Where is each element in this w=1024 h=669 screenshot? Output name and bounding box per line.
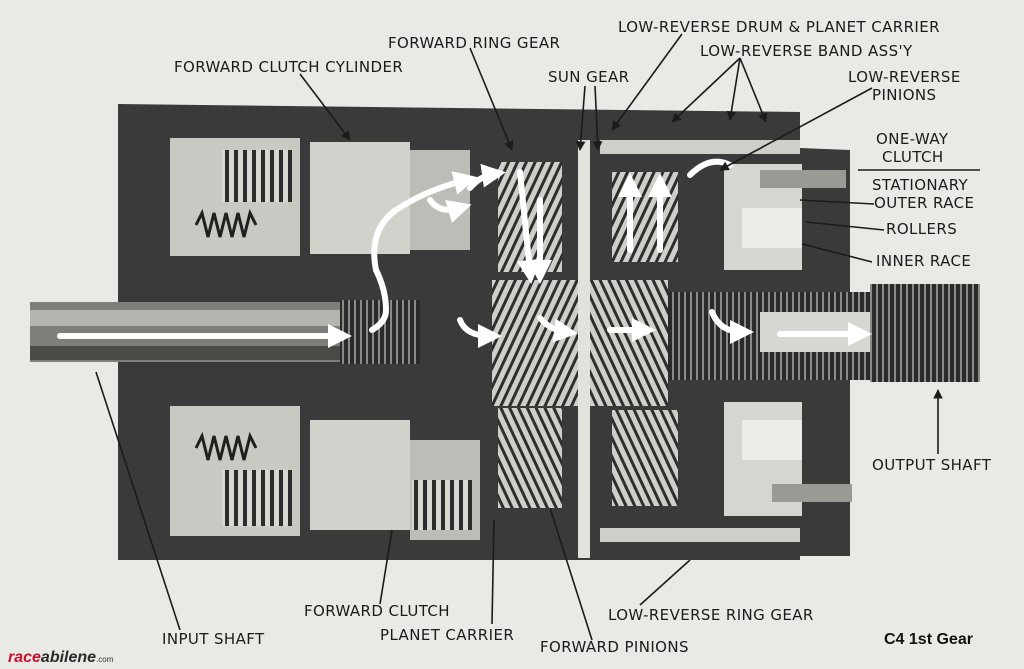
label-inner-race: INNER RACE: [876, 252, 971, 270]
label-sun-gear: SUN GEAR: [548, 68, 629, 86]
label-one-way: ONE-WAY: [876, 130, 949, 148]
watermark-text: raceabilene.com: [8, 649, 114, 666]
output-shaft: [668, 284, 980, 382]
clutch-springs: [194, 208, 258, 461]
label-low-reverse-pinions-1: LOW-REVERSE: [848, 68, 961, 86]
forward-planetary: [492, 162, 668, 508]
label-stationary: STATIONARY: [872, 176, 969, 194]
watermark-part-race: race: [8, 649, 41, 666]
forward-clutch-plates: [222, 150, 472, 530]
watermark-suffix: .com: [96, 655, 114, 664]
label-forward-ring-gear: FORWARD RING GEAR: [388, 34, 560, 52]
label-rollers: ROLLERS: [886, 220, 957, 238]
label-input-shaft: INPUT SHAFT: [162, 630, 265, 648]
sun-gear-shell: [578, 140, 590, 558]
label-low-reverse-band: LOW-REVERSE BAND ASS'Y: [700, 42, 913, 60]
power-flow-arrows: [57, 158, 872, 348]
label-planet-carrier: PLANET CARRIER: [380, 626, 514, 644]
label-clutch: CLUTCH: [882, 148, 944, 166]
label-forward-pinions: FORWARD PINIONS: [540, 638, 689, 656]
label-outer-race: OUTER RACE: [874, 194, 974, 212]
label-output-shaft: OUTPUT SHAFT: [872, 456, 992, 474]
watermark: raceabilene.com: [8, 649, 114, 666]
label-forward-clutch-cylinder: FORWARD CLUTCH CYLINDER: [174, 58, 403, 76]
label-low-reverse-drum: LOW-REVERSE DRUM & PLANET CARRIER: [618, 18, 940, 36]
leader-lines: [95, 33, 943, 641]
label-low-reverse-pinions-2: PINIONS: [872, 86, 936, 104]
labels: FORWARD RING GEAR FORWARD CLUTCH CYLINDE…: [162, 18, 992, 656]
figure-caption: C4 1st Gear: [884, 631, 973, 648]
one-way-clutch: [724, 164, 852, 516]
input-shaft: [30, 300, 420, 364]
label-low-reverse-ring-gear: LOW-REVERSE RING GEAR: [608, 606, 814, 624]
watermark-part-abilene: abilene: [41, 649, 96, 666]
label-forward-clutch: FORWARD CLUTCH: [304, 602, 450, 620]
